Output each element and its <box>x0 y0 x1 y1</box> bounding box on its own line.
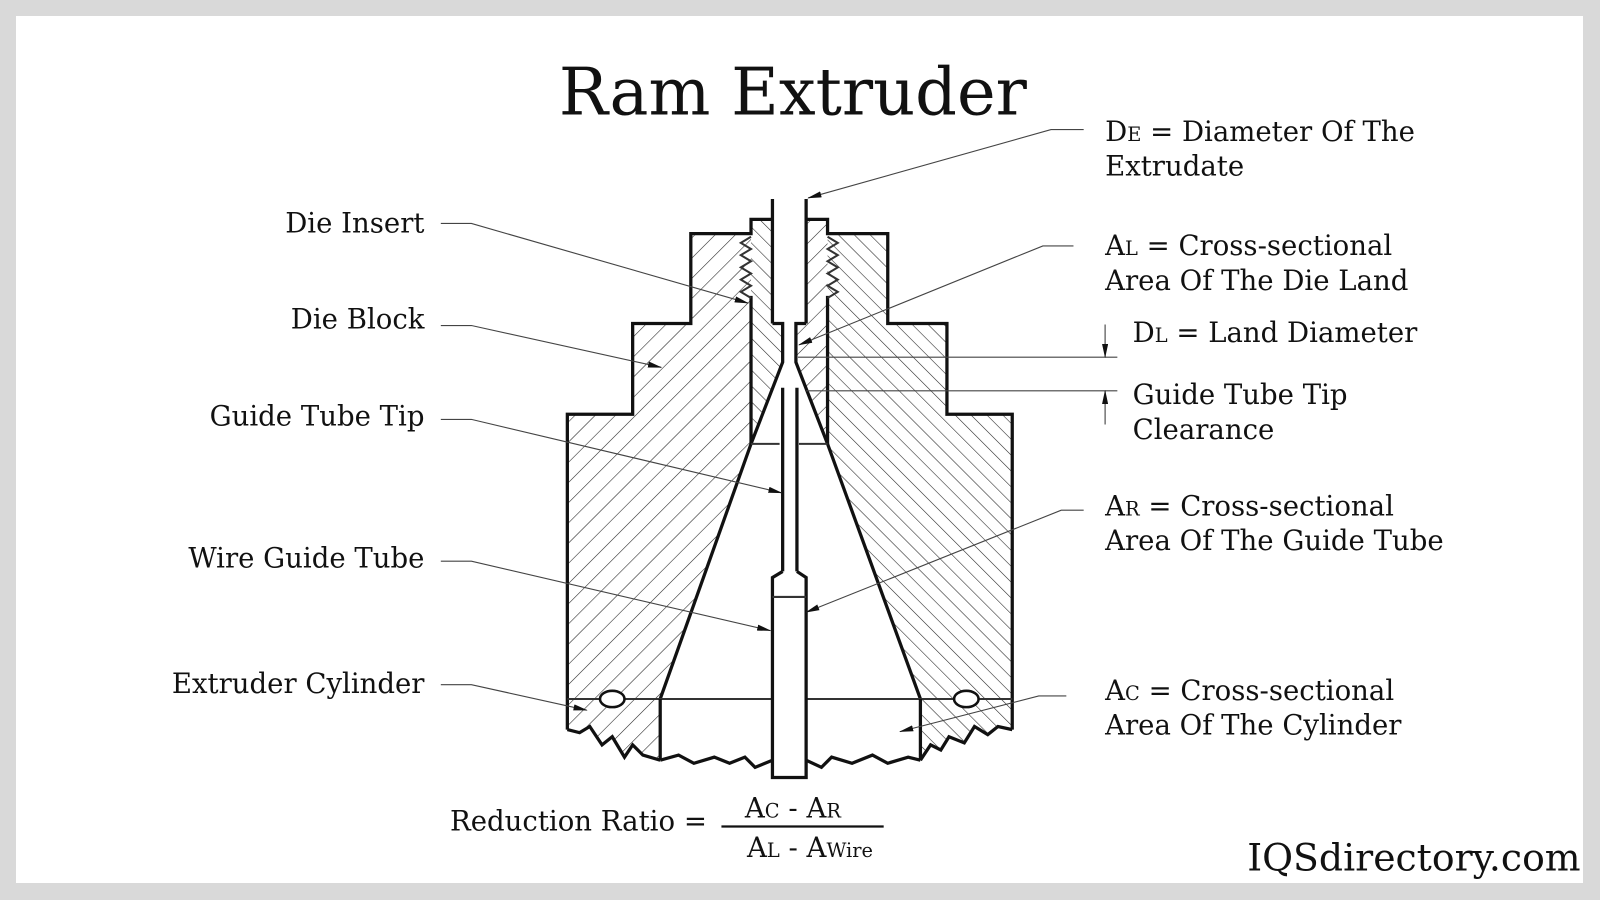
label-al: AL = Cross-sectional <box>1104 230 1392 262</box>
diagram-title: Ram Extruder <box>559 54 1028 130</box>
reduction-ratio-formula: Reduction Ratio = AC - AR AL - AWire <box>450 792 884 864</box>
wire-guide-tube <box>770 387 808 780</box>
right-leaders <box>797 129 1118 733</box>
o-ring-left <box>598 689 626 709</box>
label-clearance-line2: Clearance <box>1133 414 1275 446</box>
label-ac: AC = Cross-sectional <box>1104 675 1394 707</box>
label-wire-guide-tube: Wire Guide Tube <box>188 542 424 574</box>
formula-numerator: AC - AR <box>744 792 842 824</box>
formula-label: Reduction Ratio = <box>450 806 707 838</box>
label-ar: AR = Cross-sectional <box>1104 490 1394 522</box>
label-die-insert: Die Insert <box>285 208 424 240</box>
die-block-right <box>827 233 1013 699</box>
label-clearance: Guide Tube Tip <box>1133 379 1348 411</box>
formula-denominator: AL - AWire <box>746 832 873 864</box>
label-de: DE = Diameter Of The <box>1105 116 1415 148</box>
label-ac-line2: Area Of The Cylinder <box>1104 710 1402 742</box>
die-insert-right <box>795 219 828 444</box>
label-dl: DL = Land Diameter <box>1133 317 1419 349</box>
label-guide-tube-tip: Guide Tube Tip <box>210 401 425 433</box>
label-extruder-cylinder: Extruder Cylinder <box>172 668 425 700</box>
extruder-cylinder-left <box>567 698 661 761</box>
extruder-drawing <box>565 198 1014 780</box>
brand-watermark: IQSdirectory.com <box>1247 835 1580 879</box>
diagram-panel <box>16 16 1583 883</box>
die-insert-left <box>751 219 783 444</box>
label-de-line2: Extrudate <box>1105 151 1244 183</box>
o-ring-right <box>952 689 980 709</box>
label-al-line2: Area Of The Die Land <box>1104 265 1408 297</box>
label-ar-line2: Area Of The Guide Tube <box>1104 525 1444 557</box>
die-block-left <box>567 233 752 699</box>
left-leaders <box>440 222 783 711</box>
label-die-block: Die Block <box>291 304 425 336</box>
